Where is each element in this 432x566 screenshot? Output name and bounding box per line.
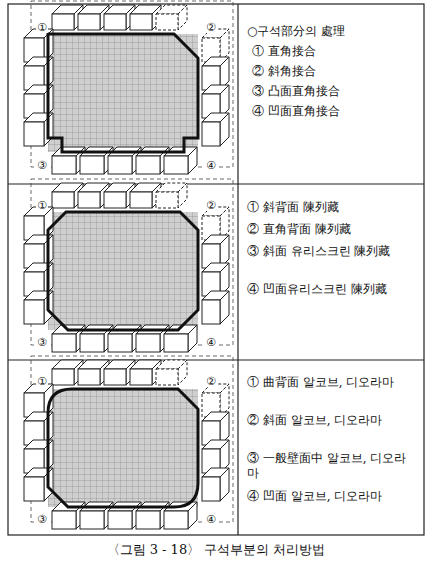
room-stroke [104, 14, 126, 30]
room-stroke [220, 468, 229, 501]
room-stroke [136, 334, 160, 352]
room-stroke [130, 192, 152, 208]
legend-text: ② 斜面 알코브, 디오라마 [247, 413, 415, 428]
callout-number: ④ [205, 514, 217, 525]
room-stroke [188, 325, 197, 352]
legend-text: ③ 一般壁面中 알코브, 디오라마 [247, 451, 415, 481]
legend-text: ③ 凸面直角接合 [252, 84, 340, 99]
room-stroke [156, 14, 178, 30]
room-stroke [52, 334, 76, 352]
room-stroke [178, 360, 187, 385]
room-stroke [24, 122, 44, 146]
legend-text: ④ 凹面유리스크린 陳列藏 [247, 282, 415, 297]
wall-outline [48, 34, 198, 152]
room-stroke [24, 300, 44, 324]
wall-outline [48, 389, 198, 507]
room-stroke [52, 192, 74, 208]
legend-text: ③ 斜面 유리스크린 陳列藏 [247, 244, 415, 259]
room-stroke [178, 5, 187, 30]
room-stroke [52, 369, 74, 385]
room-stroke [108, 511, 132, 529]
room-stroke [164, 156, 188, 174]
room-stroke [136, 156, 160, 174]
outer-wall [31, 1, 233, 167]
legend-text: ④ 凹面直角接合 [252, 104, 340, 119]
callout-number: ① [36, 22, 48, 33]
figure-caption: 〈그림 3 - 18〉 구석부분의 처리방법 [0, 541, 432, 559]
divider [237, 4, 238, 535]
room-stroke [108, 156, 132, 174]
room-stroke [78, 14, 100, 30]
callout-number: ③ [36, 514, 48, 525]
legend-text: ② 直角背面 陳列藏 [247, 222, 351, 237]
legend-text: ○구석部分의 處理 [247, 24, 345, 39]
callout-number: ① [36, 200, 48, 211]
room-stroke [202, 477, 220, 501]
outer-wall [31, 356, 233, 522]
callout-number: ② [205, 376, 217, 387]
room-stroke [202, 122, 220, 146]
callout-number: ② [205, 22, 217, 33]
room-stroke [108, 334, 132, 352]
frame [8, 4, 424, 535]
floor-grid [48, 212, 198, 330]
room-stroke [130, 14, 152, 30]
room-stroke [136, 511, 160, 529]
room-stroke [156, 192, 178, 208]
floor-grid [48, 34, 198, 152]
legend-text: ① 斜背面 陳列藏 [247, 200, 339, 215]
room-stroke [80, 156, 104, 174]
room-stroke [188, 147, 197, 174]
room-stroke [52, 511, 76, 529]
room-stroke [164, 511, 188, 529]
legend-text: ① 曲背面 알코브, 디오라마 [247, 375, 415, 390]
room-stroke [80, 511, 104, 529]
room-stroke [220, 113, 229, 146]
callout-number: ① [36, 376, 48, 387]
wall-outline [48, 212, 198, 330]
room-stroke [80, 334, 104, 352]
room-stroke [156, 369, 178, 385]
legend-text: ② 斜角接合 [252, 64, 316, 79]
room-stroke [24, 477, 44, 501]
room-stroke [52, 14, 74, 30]
room-stroke [188, 502, 197, 529]
room-stroke [78, 192, 100, 208]
room-stroke [202, 300, 220, 324]
callout-number: ③ [36, 160, 48, 171]
outer-wall [31, 179, 233, 345]
callout-number: ④ [205, 160, 217, 171]
legend-text: ④ 凹面 알코브, 디오라마 [247, 489, 415, 504]
room-stroke [104, 192, 126, 208]
room-stroke [164, 334, 188, 352]
legend-text: ① 直角接合 [252, 44, 316, 59]
room-stroke [220, 291, 229, 324]
callout-number: ② [205, 200, 217, 211]
callout-number: ④ [205, 337, 217, 348]
room-stroke [78, 369, 100, 385]
room-stroke [52, 156, 76, 174]
floor-grid [48, 389, 198, 507]
room-stroke [178, 183, 187, 208]
callout-number: ③ [36, 337, 48, 348]
room-stroke [130, 369, 152, 385]
room-stroke [104, 369, 126, 385]
